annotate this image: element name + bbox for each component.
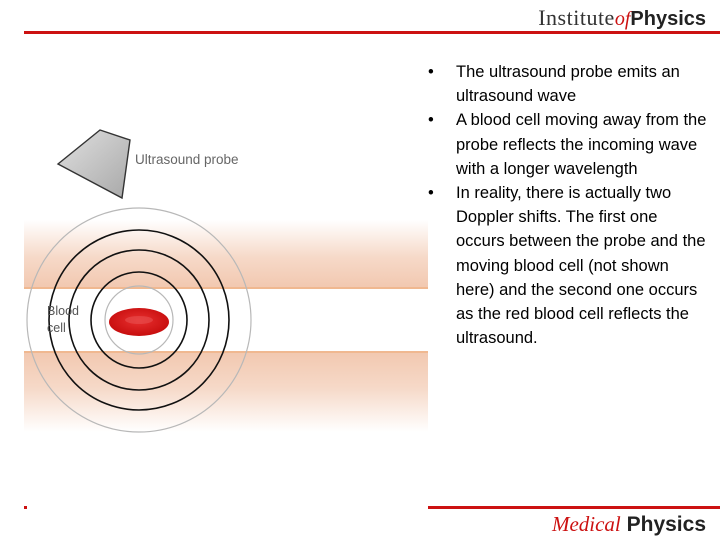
bullet-marker: • <box>428 63 434 81</box>
logo-word-medical: Medical <box>551 512 621 536</box>
blood-cell-label-line1: Blood <box>47 304 79 318</box>
bullet-item: • A blood cell moving away from the probe… <box>424 108 710 181</box>
bullet-item: • In reality, there is actually two Doppl… <box>424 181 710 350</box>
logo-word-of: of <box>614 8 631 30</box>
wavefront-small <box>90 271 188 369</box>
institute-of-physics-logo: InstituteofPhysics <box>538 4 706 33</box>
blood-cell-label-line2: cell <box>47 321 66 335</box>
ultrasound-probe-icon <box>56 129 131 200</box>
bullet-text: The ultrasound probe emits an ultrasound… <box>456 63 680 106</box>
wavefront-large <box>48 229 230 411</box>
footer-dot <box>24 506 27 509</box>
doppler-diagram: Ultrasound probe Blood cell <box>24 129 428 433</box>
bullet-marker: • <box>428 184 434 203</box>
bullet-list: • The ultrasound probe emits an ultrasoun… <box>424 60 710 350</box>
red-blood-cell-highlight <box>125 316 153 324</box>
logo-word-physics: Physics <box>630 8 706 30</box>
footer-rule <box>428 506 720 509</box>
medical-physics-logo: Medical Physics <box>552 512 706 537</box>
probe-label: Ultrasound probe <box>135 152 239 167</box>
logo-word-physics-footer: Physics <box>626 513 706 536</box>
bullet-text: In reality, there is actually two Dopple… <box>456 184 706 348</box>
vessel-wall-bottom <box>24 352 428 432</box>
logo-word-institute: Institute <box>538 5 615 30</box>
bullet-marker: • <box>428 111 434 130</box>
wavefront-outer <box>26 207 252 433</box>
wavefront-middle <box>68 249 210 391</box>
wavefront-inner <box>104 285 174 355</box>
bullet-item: • The ultrasound probe emits an ultrasoun… <box>424 60 710 108</box>
header-rule <box>24 31 720 34</box>
vessel-wall-top <box>24 220 428 288</box>
bullet-text: A blood cell moving away from the probe … <box>456 111 707 178</box>
